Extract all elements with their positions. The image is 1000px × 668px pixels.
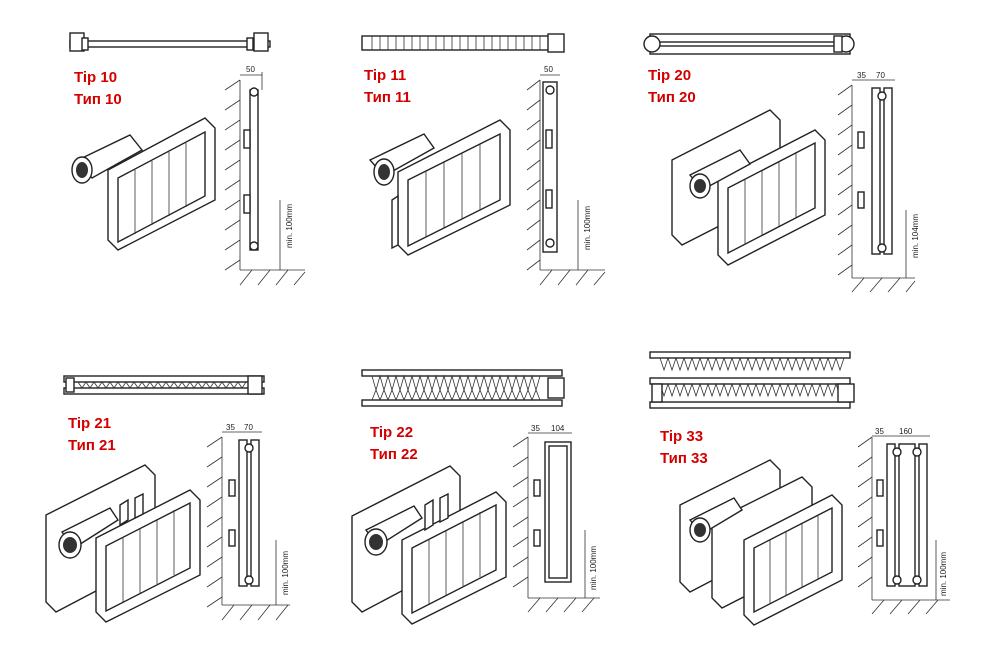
type-10-clearance-dim: min. 100mm (285, 204, 294, 248)
type-11-clearance-dim: min. 100mm (583, 206, 592, 250)
type-22-isometric-view (351, 465, 507, 625)
type-10-label: Tip 10 (74, 69, 117, 86)
type-33-inset-dim: 35 (875, 427, 884, 436)
type-20-inset-dim: 35 (857, 71, 866, 80)
type-33-side-section: 35 160 min. 100mm (857, 427, 950, 615)
type-11-label: Tip 11 (364, 67, 406, 84)
type-20-isometric-view (671, 109, 826, 266)
type-10-depth-dim: 50 (246, 65, 255, 74)
type-22-top-view (361, 369, 565, 407)
type-10-isometric-view (71, 117, 216, 251)
type-10-side-section: 50 min. 100mm (224, 65, 306, 286)
type-21-label: Tip 21 (68, 415, 111, 432)
type-22-inset-dim: 35 (531, 424, 540, 433)
type-10-label-ru: Тип 10 (74, 91, 122, 108)
type-20-clearance-dim: min. 104mm (911, 214, 920, 258)
type-20-label: Tip 20 (648, 67, 691, 84)
type-22-label: Tip 22 (370, 424, 413, 441)
type-22-side-section: 35 104 min. 100mm (512, 424, 600, 613)
type-22-depth-dim: 104 (551, 424, 565, 433)
type-20-top-view (643, 33, 855, 55)
type-33-label-ru: Тип 33 (660, 450, 708, 467)
type-21-inset-dim: 35 (226, 423, 235, 432)
type-22-group: Tip 22 Тип 22 35 104 (351, 369, 600, 625)
type-22-label-ru: Тип 22 (370, 446, 418, 463)
type-11-group: Tip 11 Тип 11 50 min. (361, 33, 606, 286)
type-21-top-view (63, 375, 265, 395)
type-33-isometric-view (679, 459, 843, 626)
type-33-label: Tip 33 (660, 428, 703, 445)
type-11-label-ru: Тип 11 (364, 89, 411, 106)
type-21-depth-dim: 70 (244, 423, 253, 432)
type-10-group: Tip 10 Тип 10 50 min. (69, 32, 306, 286)
type-10-top-view (69, 32, 271, 52)
type-33-depth-dim: 160 (899, 427, 913, 436)
type-11-depth-dim: 50 (544, 65, 553, 74)
type-11-top-view (361, 33, 565, 53)
type-11-isometric-view (368, 119, 511, 256)
type-22-clearance-dim: min. 100mm (589, 546, 598, 590)
type-20-side-section: 35 70 min. 104mm (837, 71, 920, 293)
type-21-label-ru: Тип 21 (68, 437, 116, 454)
type-33-clearance-dim: min. 100mm (939, 552, 948, 596)
type-21-side-section: 35 70 min. 100mm (206, 423, 290, 621)
type-20-group: Tip 20 Тип 20 35 70 (643, 33, 920, 293)
type-33-top-view (649, 351, 855, 409)
type-20-label-ru: Тип 20 (648, 89, 696, 106)
type-21-group: Tip 21 Тип 21 35 (45, 375, 290, 623)
type-21-isometric-view (45, 464, 201, 623)
type-20-depth-dim: 70 (876, 71, 885, 80)
type-33-group: Tip 33 Тип 33 (649, 351, 950, 626)
type-11-side-section: 50 min. 100mm (526, 65, 606, 286)
type-21-clearance-dim: min. 100mm (281, 551, 290, 595)
